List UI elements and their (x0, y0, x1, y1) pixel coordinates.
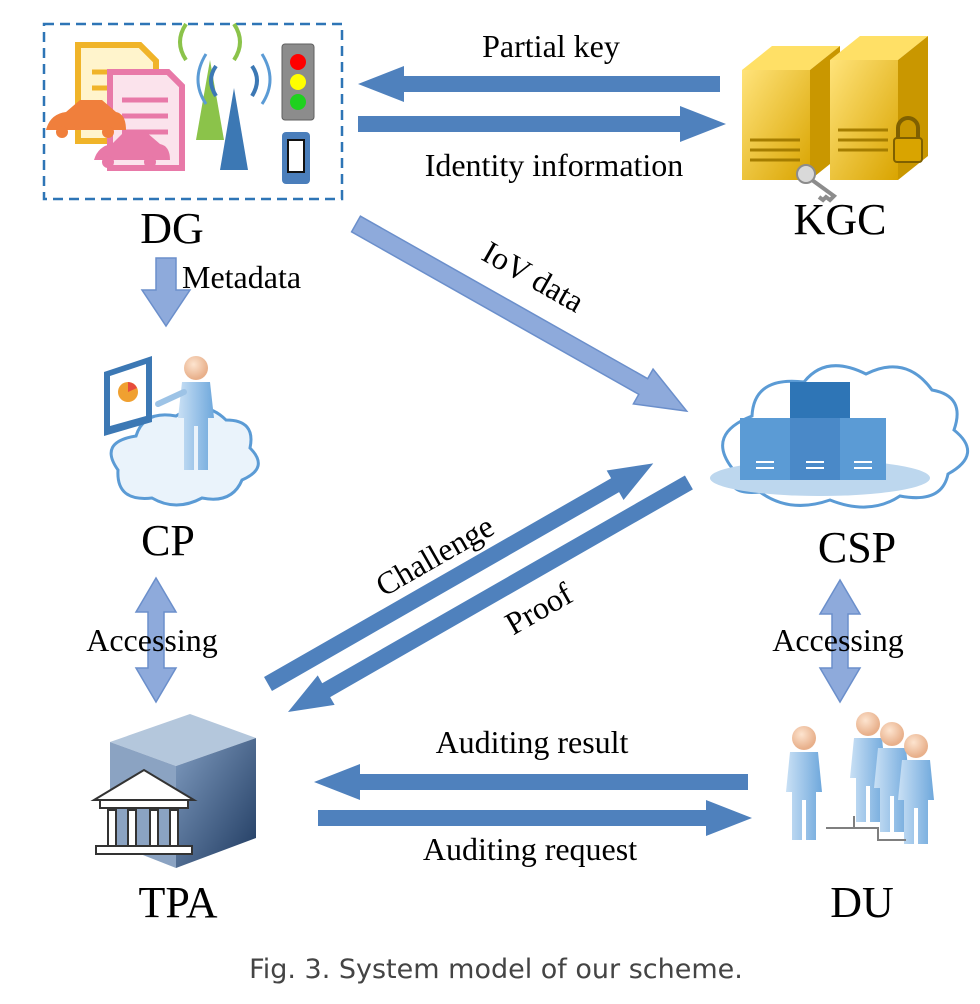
bank-icon (90, 768, 198, 855)
edge-label-auditing-result: Auditing result (436, 724, 629, 760)
metadata-arrow (140, 257, 192, 328)
antenna-icon (178, 22, 272, 170)
accessing-left-arrow (134, 576, 178, 704)
iov-data-arrow (350, 215, 689, 413)
node-label-dg: DG (140, 204, 204, 253)
person-icon (874, 722, 910, 832)
node-label-tpa: TPA (138, 878, 217, 927)
smartphone-icon (282, 132, 310, 184)
challenge-arrow (264, 463, 654, 691)
lock-icon (893, 116, 923, 163)
chart-board-icon (104, 356, 152, 436)
node-label-du: DU (830, 878, 894, 927)
node-label-kgc: KGC (794, 195, 887, 244)
edge-label-metadata: Metadata (182, 259, 301, 295)
edge-label-partial-key: Partial key (482, 28, 620, 64)
proof-arrow (288, 475, 693, 712)
car-icon (46, 100, 170, 168)
identity-information-arrow (358, 106, 726, 142)
cp-presenter-icon (104, 356, 260, 507)
auditing-request-arrow (318, 800, 752, 836)
auditing-result-arrow (314, 764, 748, 800)
tpa-building-icon (90, 714, 256, 868)
figure-caption: Fig. 3. System model of our scheme. (249, 954, 743, 985)
person-icon (155, 356, 214, 470)
accessing-right-arrow (818, 578, 862, 704)
edge-label-accessing-right: Accessing (772, 622, 904, 658)
traffic-light-icon (281, 43, 315, 121)
partial-key-arrow (358, 66, 720, 102)
node-label-cp: CP (141, 516, 195, 565)
du-users-icon (786, 712, 934, 844)
server-rack-icon (740, 382, 886, 480)
kgc-server-icon (742, 36, 928, 203)
node-label-csp: CSP (818, 523, 896, 572)
person-icon (898, 734, 934, 844)
key-icon (796, 164, 838, 203)
csp-cloud-icon (710, 364, 970, 509)
edge-label-identity-information: Identity information (425, 147, 684, 183)
edge-label-accessing-left: Accessing (86, 622, 218, 658)
person-icon (786, 726, 822, 840)
dg-icon-group (42, 22, 344, 201)
edge-label-auditing-request: Auditing request (423, 831, 637, 867)
